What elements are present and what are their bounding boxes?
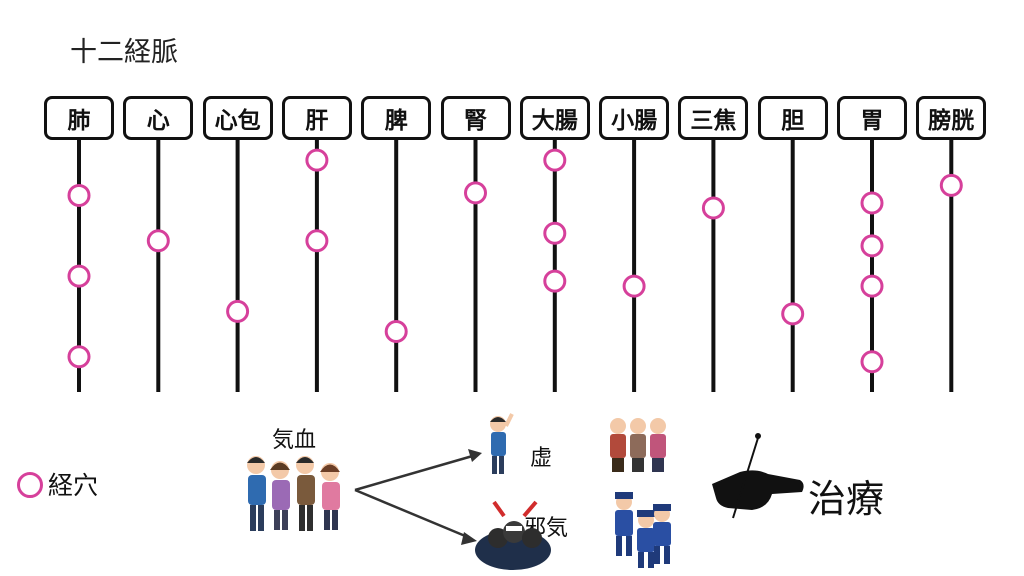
acupoint-marker (464, 181, 487, 205)
acupoint-marker (860, 234, 884, 258)
people-crowd-icon (247, 456, 340, 531)
meridian-label: 大腸 (519, 96, 590, 140)
acupoint-marker (67, 183, 91, 207)
meridian-label: 胆 (757, 96, 828, 140)
acupuncture-needle-hand-icon (712, 433, 804, 519)
acupoint-marker (781, 302, 805, 326)
qi-blood-label: 気血 (272, 428, 317, 453)
people-group-icon (610, 418, 666, 472)
acupoint-marker (67, 264, 91, 288)
acupoint-marker (384, 320, 408, 344)
acupoint-marker (622, 274, 646, 298)
acupoint-marker (67, 345, 91, 369)
acupoint-marker (305, 148, 329, 172)
riot-crowd-icon (475, 500, 551, 570)
meridian-label: 心包 (202, 96, 273, 140)
acupoint-marker (860, 350, 884, 374)
deficiency-label: 虚 (530, 446, 553, 471)
meridian-label: 肺 (44, 96, 114, 140)
arrow-to-deficiency (354, 449, 482, 492)
police-icon (615, 492, 671, 568)
meridian-label: 胃 (837, 96, 907, 140)
acupoint-marker (226, 299, 250, 323)
acupoint-marker (543, 221, 567, 245)
meridian-label: 腎 (440, 96, 511, 140)
arrow-to-evil-qi (354, 488, 477, 545)
acupoint-marker (939, 173, 963, 197)
meridian-label: 肝 (281, 96, 352, 140)
acupoint-marker (860, 274, 884, 298)
acupoint-marker (305, 229, 329, 253)
treatment-label: 治療 (808, 477, 885, 521)
acupoint-marker (146, 229, 170, 253)
meridian-label: 小腸 (599, 96, 670, 140)
meridian-label: 心 (123, 96, 194, 140)
acupoint-marker (543, 269, 567, 293)
page-title: 十二経脈 (70, 37, 178, 68)
meridian-label: 三焦 (678, 96, 749, 140)
acupoint-marker (543, 148, 567, 172)
acupoint-marker (701, 196, 725, 220)
person-single-icon (490, 413, 514, 474)
meridian-label: 脾 (361, 96, 432, 140)
acupoint-legend-icon (17, 472, 43, 498)
meridian-label: 膀胱 (916, 96, 987, 140)
acupoint-marker (860, 191, 884, 215)
legend-label: 経穴 (48, 471, 99, 500)
